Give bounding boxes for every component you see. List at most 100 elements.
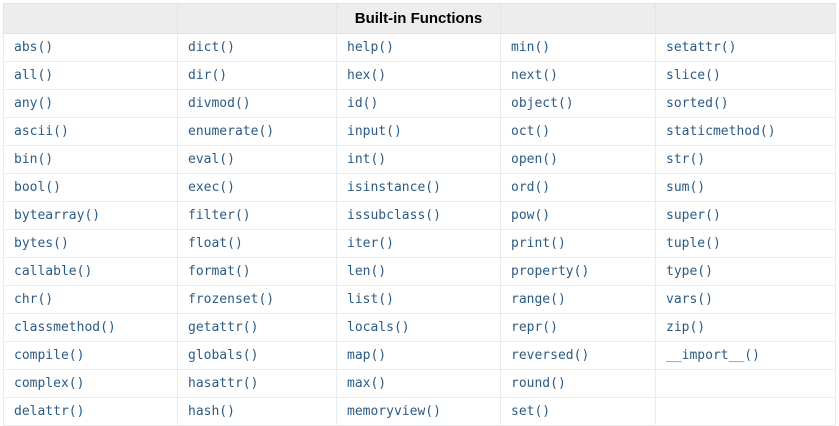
builtin-function-link[interactable]: frozenset() [188,292,275,307]
table-row: all() dir() hex() next() slice() [3,61,836,90]
builtin-function-link[interactable]: bin() [14,152,54,167]
builtin-function-link[interactable]: repr() [511,320,558,335]
builtin-function-link[interactable]: sorted() [666,96,729,111]
builtin-function-link[interactable]: hex() [347,68,387,83]
table-cell: bytearray() [3,201,178,230]
builtin-function-link[interactable]: float() [188,236,243,251]
builtin-function-link[interactable]: eval() [188,152,235,167]
builtin-function-link[interactable]: locals() [347,320,410,335]
builtin-function-link[interactable]: exec() [188,180,235,195]
builtin-function-link[interactable]: iter() [347,236,394,251]
builtin-function-link[interactable]: memoryview() [347,404,441,419]
builtin-function-link[interactable]: tuple() [666,236,721,251]
builtin-function-link[interactable]: super() [666,208,721,223]
builtin-function-link[interactable]: hasattr() [188,376,259,391]
builtin-function-link[interactable]: input() [347,124,402,139]
table-cell: abs() [3,33,178,62]
table-cell: float() [177,229,337,258]
builtin-function-link[interactable]: dict() [188,40,235,55]
builtin-function-link[interactable]: zip() [666,320,706,335]
builtin-function-link[interactable]: slice() [666,68,721,83]
builtin-function-link[interactable]: property() [511,264,590,279]
builtin-function-link[interactable]: bool() [14,180,61,195]
builtin-function-link[interactable]: list() [347,292,394,307]
builtin-function-link[interactable]: compile() [14,348,85,363]
table-cell: delattr() [3,397,178,426]
builtin-function-link[interactable]: next() [511,68,558,83]
builtin-function-link[interactable]: max() [347,376,387,391]
builtin-function-link[interactable]: int() [347,152,387,167]
table-cell: set() [500,397,656,426]
builtin-function-link[interactable]: reversed() [511,348,590,363]
builtin-function-link[interactable]: callable() [14,264,93,279]
builtin-function-link[interactable]: delattr() [14,404,85,419]
table-cell: eval() [177,145,337,174]
table-row: bytearray() filter() issubclass() pow() supe… [3,201,836,230]
table-cell: sorted() [655,89,836,118]
builtin-function-link[interactable]: oct() [511,124,551,139]
builtin-function-link[interactable]: dir() [188,68,228,83]
table-cell: ord() [500,173,656,202]
builtin-function-link[interactable]: setattr() [666,40,737,55]
table-cell: iter() [336,229,501,258]
table-cell: bin() [3,145,178,174]
table-row: any() divmod() id() object() sorted() [3,89,836,118]
builtin-function-link[interactable]: classmethod() [14,320,116,335]
builtin-function-link[interactable]: id() [347,96,379,111]
table-cell: staticmethod() [655,117,836,146]
table-cell: round() [500,369,656,398]
builtin-function-link[interactable]: str() [666,152,706,167]
builtin-function-link[interactable]: round() [511,376,566,391]
builtin-function-link[interactable]: len() [347,264,387,279]
table-row: chr() frozenset() list() range() vars() [3,285,836,314]
table-cell: ascii() [3,117,178,146]
builtin-function-link[interactable]: hash() [188,404,235,419]
table-cell: dir() [177,61,337,90]
table-cell: frozenset() [177,285,337,314]
table-cell: input() [336,117,501,146]
builtin-function-link[interactable]: divmod() [188,96,251,111]
builtin-function-link[interactable]: any() [14,96,54,111]
builtin-function-link[interactable]: sum() [666,180,706,195]
builtin-function-link[interactable]: bytearray() [14,208,101,223]
builtin-function-link[interactable]: complex() [14,376,85,391]
table-cell: callable() [3,257,178,286]
header-cell-5 [655,3,836,34]
table-row: bool() exec() isinstance() ord() sum() [3,173,836,202]
table-cell: memoryview() [336,397,501,426]
builtin-function-link[interactable]: bytes() [14,236,69,251]
builtin-function-link[interactable]: issubclass() [347,208,441,223]
builtin-function-link[interactable]: object() [511,96,574,111]
builtin-function-link[interactable]: map() [347,348,387,363]
builtin-function-link[interactable]: __import__() [666,348,760,363]
builtin-function-link[interactable]: filter() [188,208,251,223]
builtin-function-link[interactable]: help() [347,40,394,55]
header-cell-2 [177,3,337,34]
builtin-function-link[interactable]: all() [14,68,54,83]
builtin-function-link[interactable]: enumerate() [188,124,275,139]
table-cell: hex() [336,61,501,90]
builtin-function-link[interactable]: isinstance() [347,180,441,195]
builtin-function-link[interactable]: globals() [188,348,259,363]
builtin-function-link[interactable]: open() [511,152,558,167]
table-cell: print() [500,229,656,258]
table-cell: getattr() [177,313,337,342]
builtin-function-link[interactable]: abs() [14,40,54,55]
builtin-function-link[interactable]: vars() [666,292,713,307]
builtin-function-link[interactable]: ascii() [14,124,69,139]
builtin-function-link[interactable]: format() [188,264,251,279]
table-row: compile() globals() map() reversed() __impor… [3,341,836,370]
table-cell: tuple() [655,229,836,258]
builtin-function-link[interactable]: print() [511,236,566,251]
builtin-function-link[interactable]: staticmethod() [666,124,776,139]
builtin-function-link[interactable]: pow() [511,208,551,223]
builtin-function-link[interactable]: chr() [14,292,54,307]
builtin-function-link[interactable]: set() [511,404,551,419]
builtin-function-link[interactable]: ord() [511,180,551,195]
table-cell: type() [655,257,836,286]
builtin-function-link[interactable]: type() [666,264,713,279]
builtin-function-link[interactable]: range() [511,292,566,307]
builtin-function-link[interactable]: min() [511,40,551,55]
builtin-function-link[interactable]: getattr() [188,320,259,335]
table-cell: repr() [500,313,656,342]
